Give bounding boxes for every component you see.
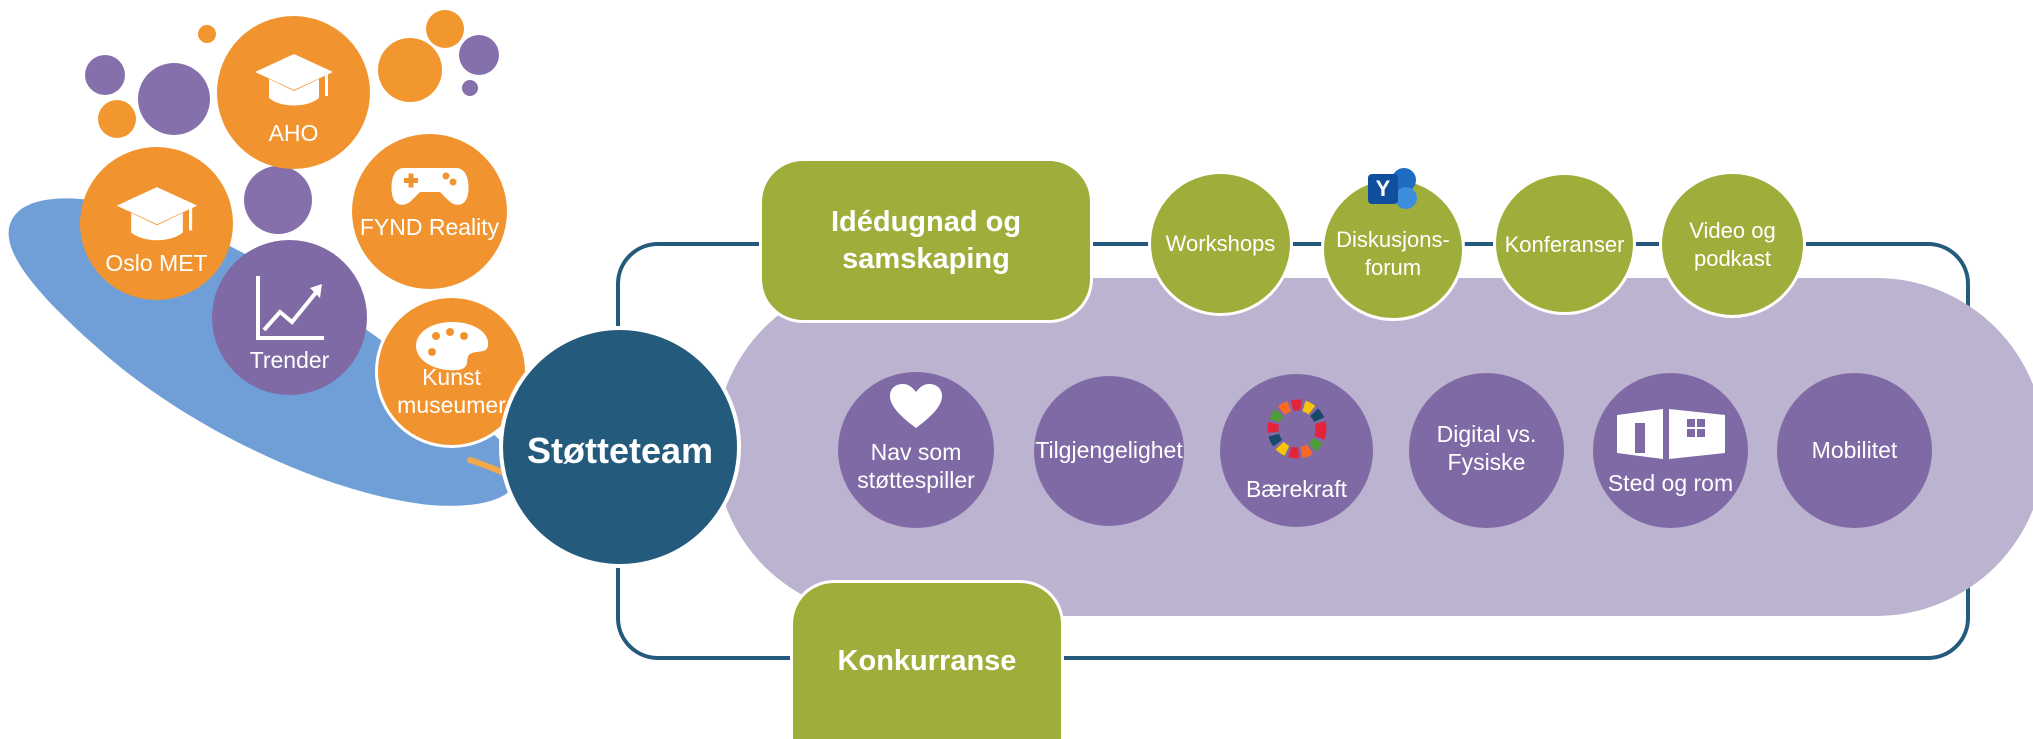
topic-label: Sted og rom [1607, 470, 1734, 496]
topic-label: Mobilitet [1811, 437, 1898, 463]
decor-dot [198, 25, 216, 43]
partner-label: FYND Reality [359, 214, 500, 240]
topic-baerekraft: Bærekraft [1220, 374, 1373, 527]
hub-stotteteam: Støtteteam [499, 326, 741, 568]
topic-digital-fysiske: Digital vs. Fysiske [1409, 373, 1564, 528]
topic-mobilitet: Mobilitet [1777, 373, 1932, 528]
graduation-cap-icon [255, 54, 333, 106]
decor-dot [378, 38, 442, 102]
room-icon [1617, 409, 1725, 459]
decor-dot [462, 80, 478, 96]
channel-label: Konferanser [1504, 232, 1625, 257]
channel-label: Workshops [1165, 231, 1276, 256]
pill-label-line1: Idédugnad og [830, 206, 1022, 239]
partner-label-line2: museumer [397, 392, 506, 418]
partner-trender: Trender [212, 240, 367, 395]
channel-label-line1: Video og [1689, 218, 1776, 243]
yammer-logo-shape [1368, 168, 1417, 209]
topic-tilgjengelighet: Tilgjengelighet [1034, 376, 1184, 526]
decor-dot [426, 10, 464, 48]
decor-dot [98, 100, 136, 138]
channel-video-podkast: Video og podkast [1659, 171, 1806, 318]
channel-konferanser: Konferanser [1493, 172, 1636, 315]
topic-label: Tilgjengelighet [1035, 437, 1183, 463]
topic-label: Bærekraft [1246, 476, 1347, 502]
decor-dot [138, 63, 210, 135]
topic-label-line2: Fysiske [1447, 449, 1526, 475]
pill-idedugnad: Idédugnad og samskaping [759, 158, 1093, 323]
graduation-cap-icon [116, 187, 198, 241]
yammer-badge-letter: Y [1375, 176, 1391, 201]
partner-label: Trender [249, 347, 330, 373]
partner-aho: AHO [217, 16, 370, 169]
focus-band [715, 278, 2033, 616]
topic-label-line2: støttespiller [857, 467, 975, 493]
pill-label-line2: samskaping [842, 242, 1010, 275]
pill-konkurranse: Konkurranse [790, 580, 1064, 739]
channel-label-line1: Diskusjons- [1336, 227, 1450, 252]
sdg-wheel-icon [1267, 399, 1327, 459]
topic-label-line1: Digital vs. [1436, 421, 1537, 447]
heart-icon [890, 384, 942, 428]
partner-label: AHO [268, 120, 319, 146]
topic-label-line1: Nav som [870, 439, 962, 465]
partner-kunstmuseumer: Kunst museumer [375, 295, 528, 448]
trend-chart-icon [256, 276, 324, 340]
decor-dot [85, 55, 125, 95]
channel-workshops: Workshops [1148, 171, 1293, 316]
yammer-icon: Y [1366, 166, 1418, 212]
decor-dot [459, 35, 499, 75]
partner-label: Oslo MET [105, 250, 208, 276]
topic-sted-og-rom: Sted og rom [1593, 373, 1748, 528]
pill-label: Konkurranse [837, 644, 1017, 677]
topic-nav: Nav som støttespiller [838, 372, 994, 528]
game-controller-icon [391, 168, 469, 205]
channel-label-line2: forum [1364, 255, 1422, 280]
palette-icon [416, 322, 489, 371]
partner-oslo-met: Oslo MET [80, 147, 233, 300]
channel-label-line2: podkast [1693, 246, 1772, 271]
decor-dot [244, 166, 312, 234]
hub-label: Støtteteam [526, 430, 714, 471]
partner-fynd: FYND Reality [352, 134, 507, 289]
partner-label-line1: Kunst [422, 364, 481, 390]
